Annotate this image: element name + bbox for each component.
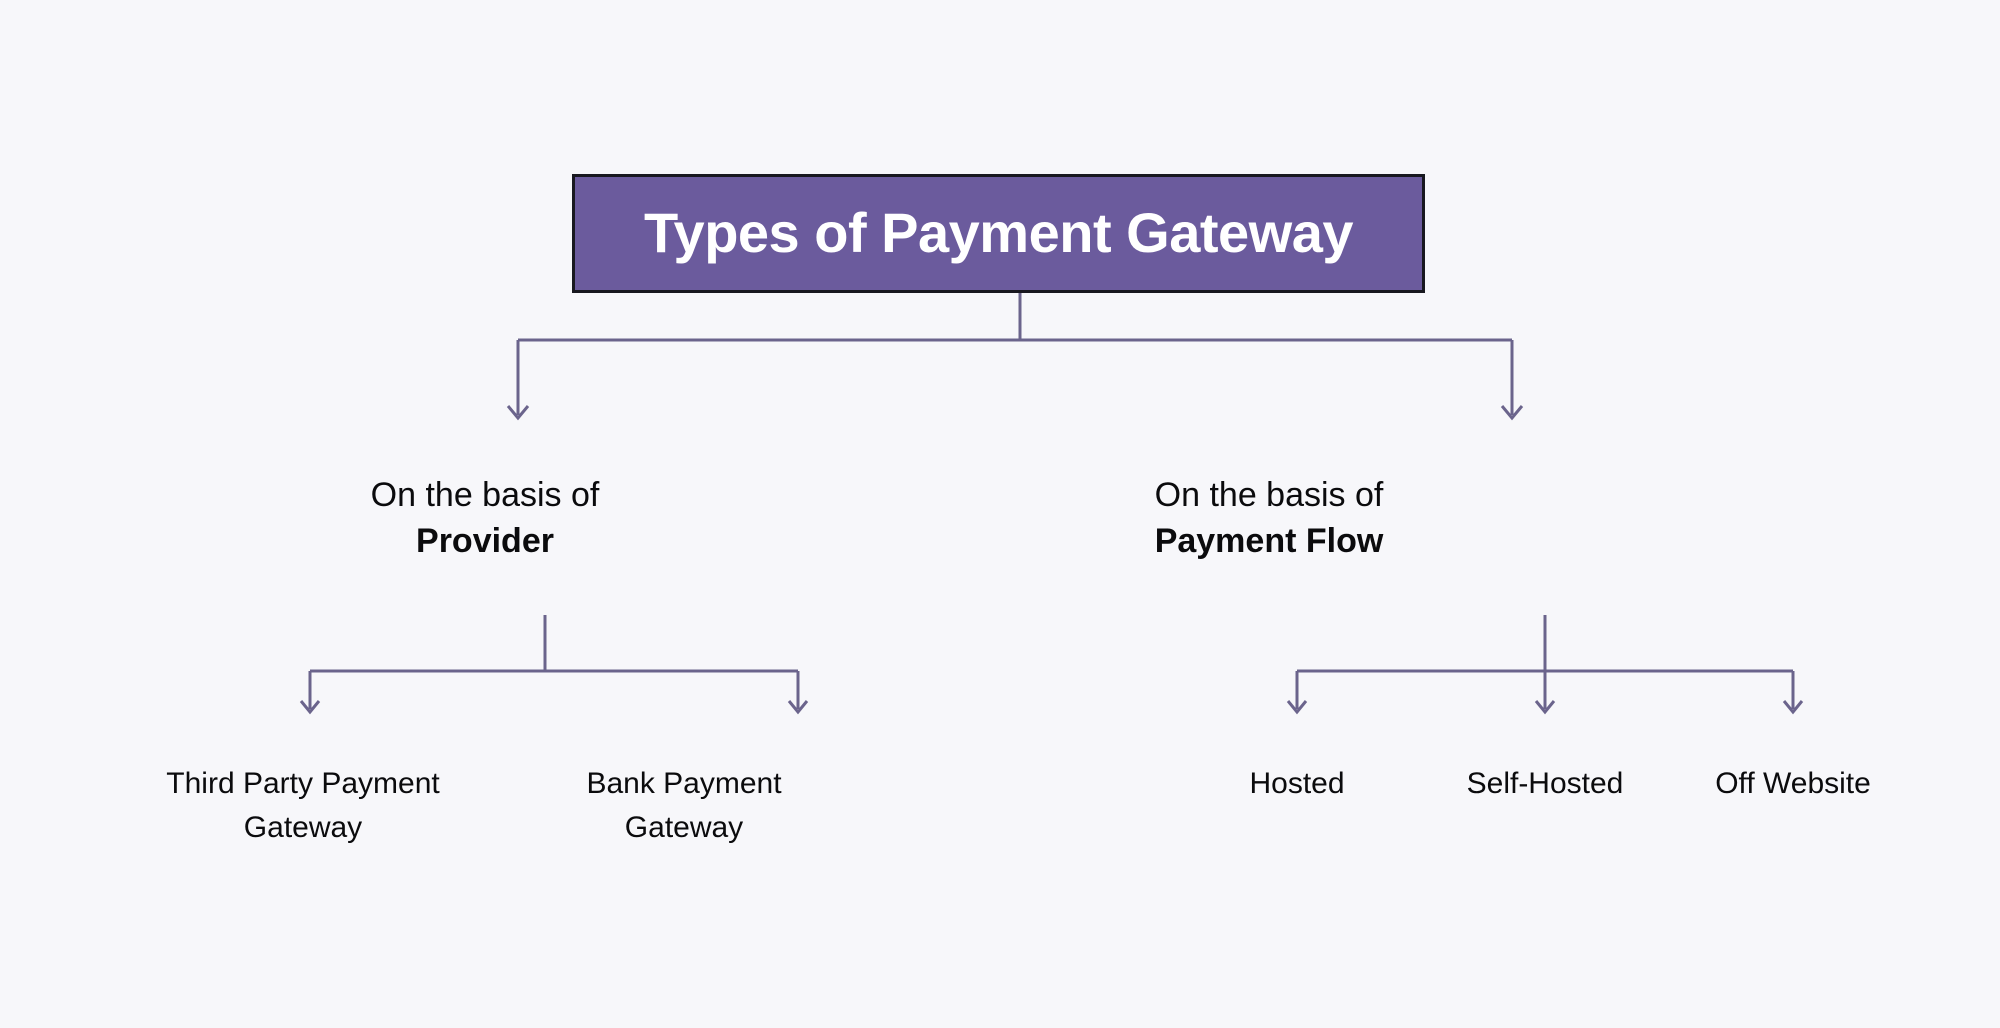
- leaf-node-self-hosted[interactable]: Self-Hosted: [1430, 762, 1660, 806]
- category-prefix-payment-flow: On the basis of: [1154, 476, 1384, 514]
- category-key-payment-flow: Payment Flow: [1154, 521, 1384, 560]
- arrowhead-to-bank: [787, 700, 809, 715]
- root-node-types-of-payment-gateway[interactable]: Types of Payment Gateway: [572, 174, 1425, 293]
- leaf-line-1: Hosted: [1249, 767, 1345, 800]
- leaf-line-2: Gateway: [624, 810, 744, 844]
- leaf-node-bank-payment-gateway[interactable]: Bank Payment Gateway: [509, 762, 859, 849]
- arrowhead-to-third-party: [299, 700, 321, 715]
- category-key-provider: Provider: [416, 521, 554, 560]
- leaf-node-hosted[interactable]: Hosted: [1207, 762, 1387, 806]
- leaf-line-1: Off Website: [1715, 767, 1871, 800]
- leaf-node-off-website[interactable]: Off Website: [1678, 762, 1908, 806]
- arrowhead-to-off-website: [1782, 700, 1804, 715]
- leaf-line-1: Bank Payment: [586, 767, 782, 800]
- leaf-line-1: Third Party Payment: [166, 767, 440, 800]
- category-node-provider[interactable]: On the basis of Provider: [305, 473, 665, 565]
- arrowhead-to-payment-flow: [1500, 405, 1524, 421]
- leaf-line-1: Self-Hosted: [1466, 767, 1624, 800]
- arrowhead-to-hosted: [1286, 700, 1308, 715]
- category-prefix-provider: On the basis of: [370, 476, 600, 514]
- category-node-payment-flow[interactable]: On the basis of Payment Flow: [1089, 473, 1449, 565]
- arrowhead-to-provider: [506, 405, 530, 421]
- root-node-label: Types of Payment Gateway: [644, 201, 1354, 265]
- arrowhead-to-self-hosted: [1534, 700, 1556, 715]
- leaf-node-third-party-payment-gateway[interactable]: Third Party Payment Gateway: [128, 762, 478, 849]
- leaf-line-2: Gateway: [243, 810, 363, 844]
